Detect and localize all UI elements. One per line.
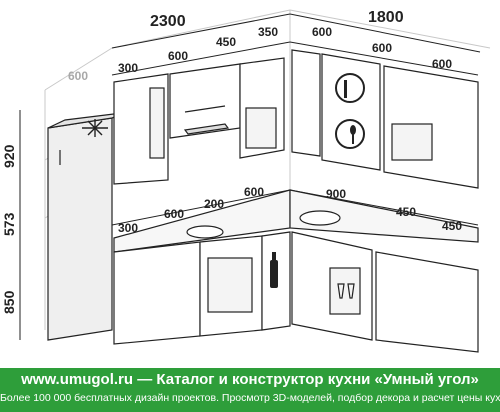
dim-upper-right-3: 600 [432, 57, 452, 71]
footer-catalog: Каталог и конструктор кухни «Умный угол» [156, 371, 479, 388]
dim-upper-left-2: 600 [168, 49, 188, 63]
dim-lower-left-1: 300 [118, 221, 138, 235]
dim-lower-right-1: 900 [326, 187, 346, 201]
dimension-lines [19, 13, 481, 340]
kitchen-diagram: 2300 1800 600 300 600 450 350 600 600 60… [1, 9, 491, 353]
dim-lower-right-3: 450 [442, 219, 462, 233]
lower-cabinets [113, 231, 479, 353]
dim-height-mid: 573 [1, 212, 17, 236]
bottle-icon [270, 252, 278, 288]
dim-height-lower: 850 [1, 290, 17, 314]
dim-lower-left-3: 200 [204, 197, 224, 211]
dim-fridge-depth: 600 [68, 69, 88, 83]
footer-banner: www.umugol.ru — Каталог и конструктор ку… [0, 368, 500, 412]
snowflake-icon [82, 119, 108, 137]
countertop [113, 189, 479, 253]
dim-top-right: 1800 [368, 9, 404, 26]
spoon-icon [335, 119, 365, 149]
dim-lower-left-2: 600 [164, 207, 184, 221]
dim-lower-right-2: 450 [396, 205, 416, 219]
upper-cabinets-left [113, 57, 285, 185]
fridge [47, 111, 131, 341]
glass-icon [337, 283, 355, 299]
dim-lower-left-4: 600 [244, 185, 264, 199]
footer-subtitle: Более 100 000 бесплатных дизайн проектов… [0, 392, 500, 404]
footer-site-link[interactable]: www.umugol.ru [21, 371, 134, 388]
dim-upper-left-1: 300 [118, 61, 138, 75]
dim-top-left: 2300 [150, 13, 186, 30]
fork-icon [335, 73, 365, 103]
dim-upper-right-1: 600 [312, 25, 332, 39]
dim-height-upper: 920 [1, 144, 17, 168]
footer-title: www.umugol.ru — Каталог и конструктор ку… [0, 371, 500, 388]
footer-separator: — [137, 371, 153, 388]
dim-upper-right-2: 600 [372, 41, 392, 55]
dim-upper-left-3: 450 [216, 35, 236, 49]
dim-upper-left-4: 350 [258, 25, 278, 39]
